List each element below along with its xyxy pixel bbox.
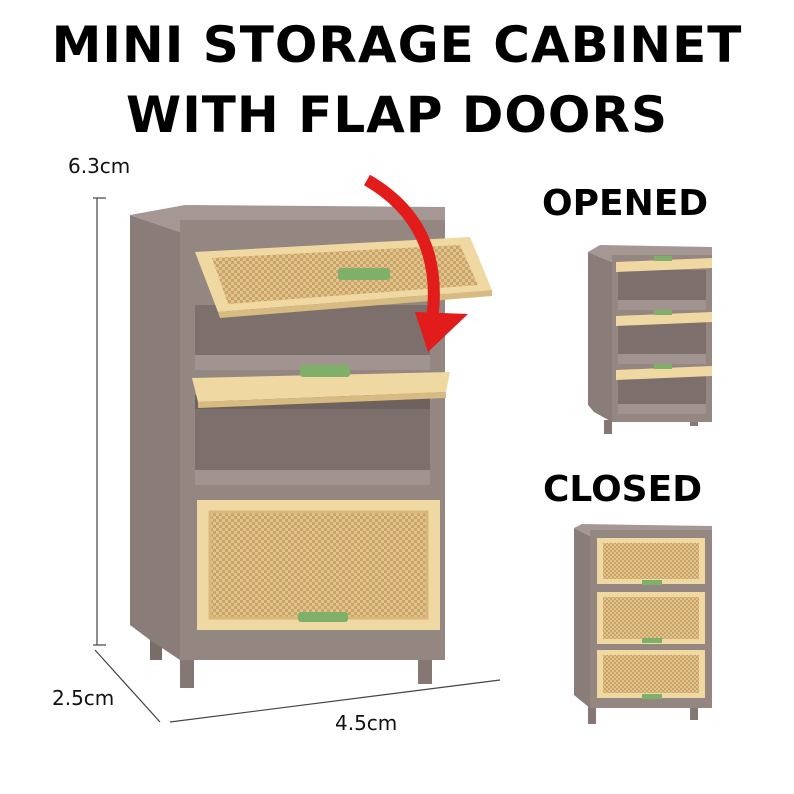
main-cabinet xyxy=(130,174,492,688)
opened-label: OPENED xyxy=(542,183,709,224)
title-line-1: MINI STORAGE CABINET xyxy=(51,16,743,74)
dimension-lines xyxy=(93,197,501,723)
opened-cabinet xyxy=(588,245,712,434)
curved-arrow-shaft xyxy=(363,174,440,321)
arrow-head-icon xyxy=(415,312,468,352)
width-dimension-label: 4.5cm xyxy=(335,711,398,735)
closed-label: CLOSED xyxy=(543,469,703,510)
height-dimension-label: 6.3cm xyxy=(68,154,131,178)
depth-dimension-label: 2.5cm xyxy=(52,686,115,710)
closed-cabinet xyxy=(574,524,712,724)
title-line-2: WITH FLAP DOORS xyxy=(126,86,668,144)
